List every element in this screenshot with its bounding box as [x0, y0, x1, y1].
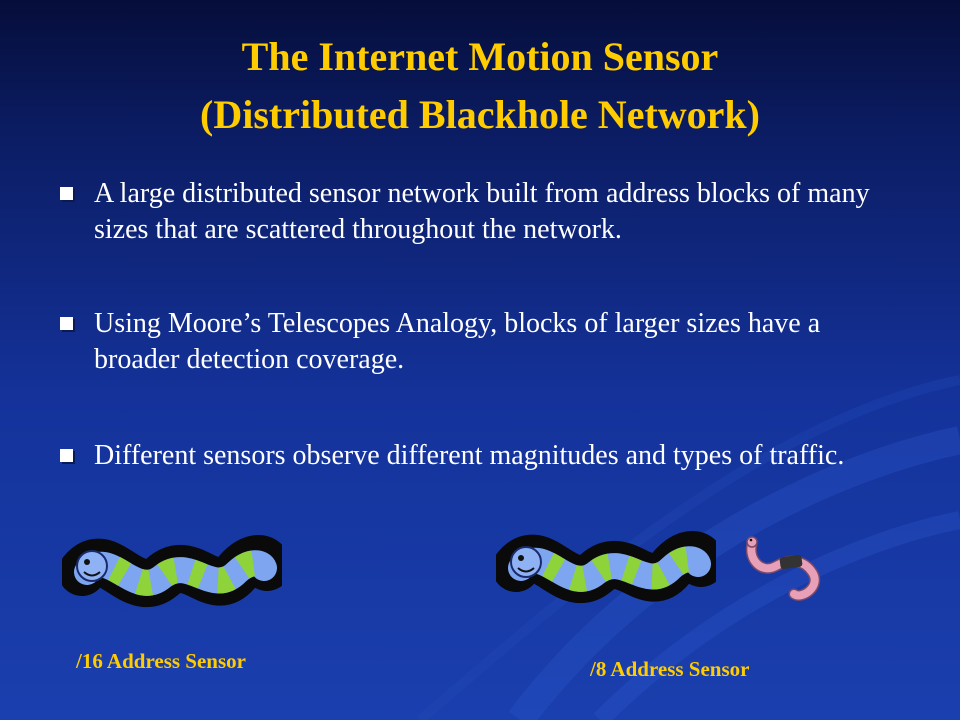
bullet-item: Different sensors observe different magn… [60, 438, 900, 474]
sensor-label-16: /16 Address Sensor [76, 649, 246, 673]
bullet-text: A large distributed sensor network built… [94, 178, 870, 245]
bullet-square-icon [60, 317, 73, 330]
bullet-item: Using Moore’s Telescopes Analogy, blocks… [60, 306, 900, 378]
bullet-text: Using Moore’s Telescopes Analogy, blocks… [94, 308, 821, 375]
worm-caterpillar-icon [496, 531, 716, 603]
title-line-1: The Internet Motion Sensor [241, 34, 719, 79]
pink-worm-icon [745, 536, 821, 601]
bullet-square-icon [60, 449, 73, 462]
worm-caterpillar-icon [62, 535, 282, 607]
slide-title: The Internet Motion Sensor (Distributed … [40, 28, 920, 144]
bullet-item: A large distributed sensor network built… [60, 176, 900, 248]
title-line-2: (Distributed Blackhole Network) [200, 92, 760, 137]
bullet-list: A large distributed sensor network built… [60, 176, 900, 532]
bullet-text: Different sensors observe different magn… [94, 440, 845, 471]
bullet-square-icon [60, 187, 73, 200]
sensor-label-8: /8 Address Sensor [590, 657, 750, 681]
